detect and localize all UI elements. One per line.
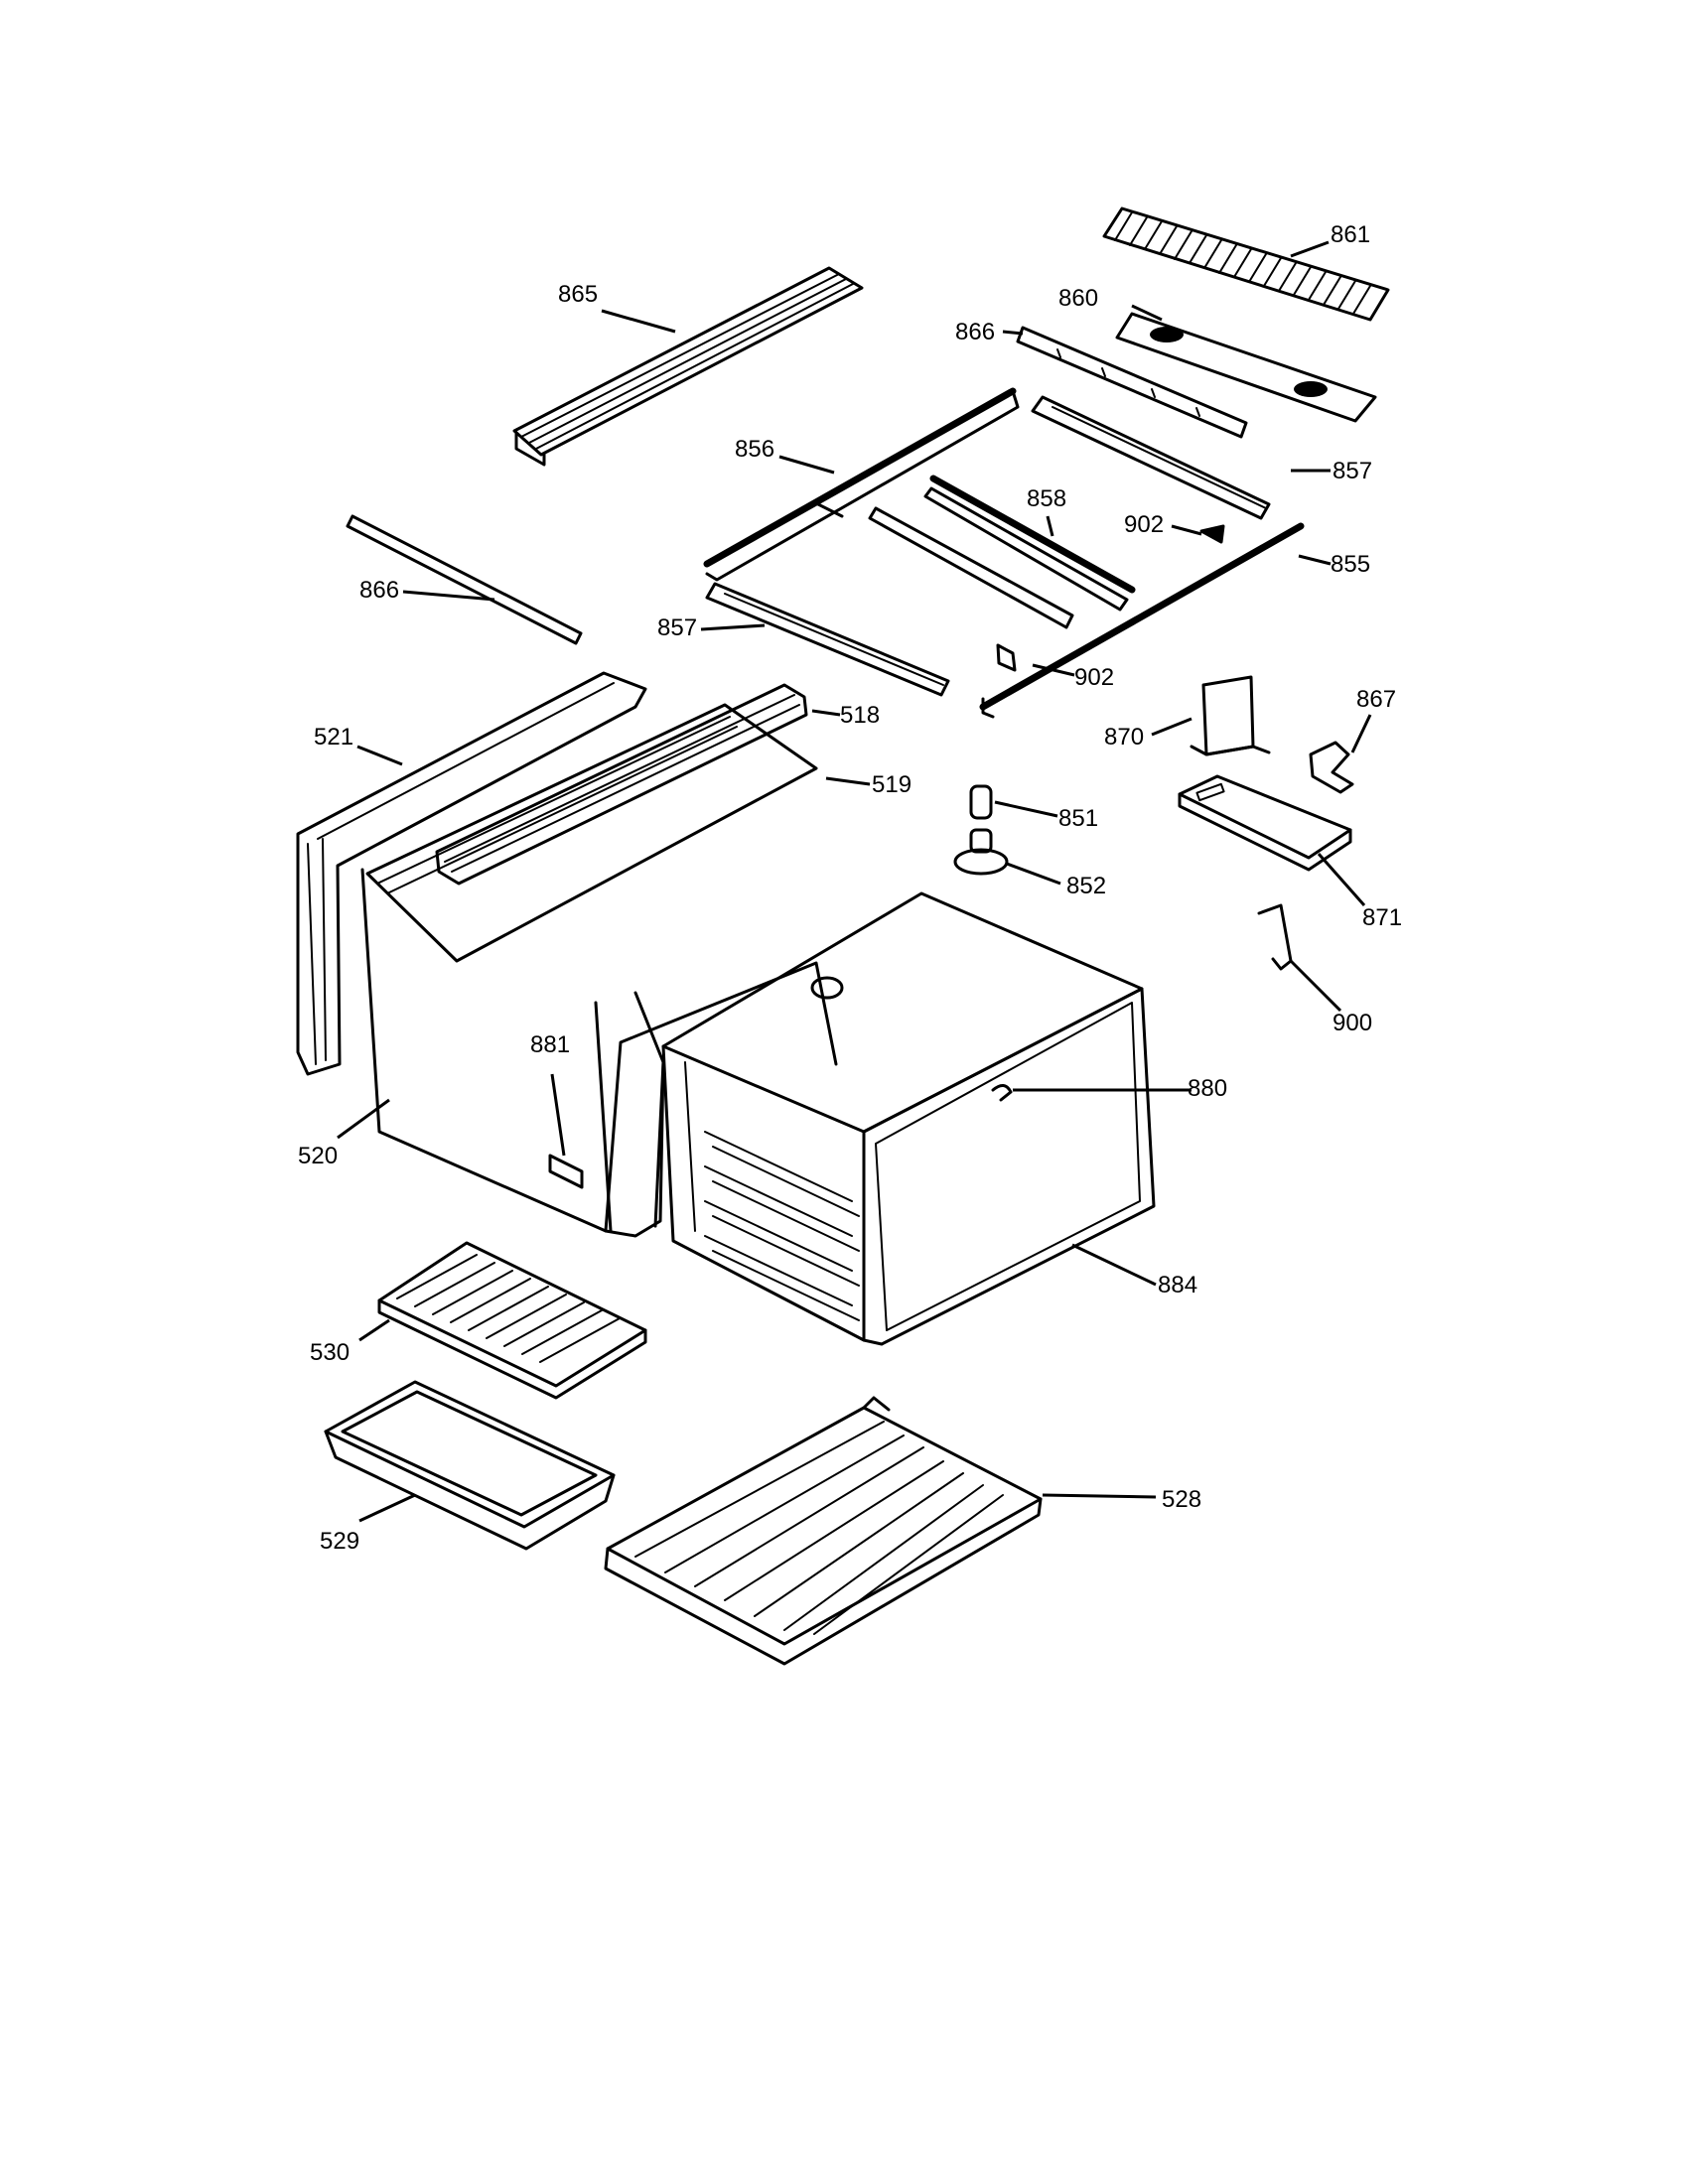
callout-880: 880: [1188, 1075, 1227, 1102]
part-528-oven-rack[interactable]: [604, 1396, 1043, 1666]
callout-857-upper: 857: [1333, 458, 1372, 484]
callout-855: 855: [1331, 551, 1370, 578]
part-871-access-plate[interactable]: [1178, 774, 1352, 872]
part-857-lower-rail[interactable]: [705, 582, 950, 697]
callout-857-lower: 857: [657, 614, 697, 641]
part-900-support-bracket[interactable]: [1257, 903, 1293, 971]
part-521-wrap-insulation[interactable]: [296, 671, 647, 1076]
part-902-lower-bracket[interactable]: [996, 643, 1017, 672]
part-861-burner-grate[interactable]: [1102, 206, 1390, 322]
part-881-retaining-clip[interactable]: [548, 1154, 584, 1189]
part-870-switch-housing[interactable]: [1190, 675, 1271, 756]
part-852-leveling-foot[interactable]: [953, 828, 1009, 876]
part-857-upper-rail[interactable]: [1031, 395, 1271, 520]
part-856-side-rail[interactable]: [703, 387, 1020, 582]
part-866-lower-trim-strip[interactable]: [346, 514, 583, 645]
callout-520: 520: [298, 1143, 338, 1169]
part-860-cover-plate[interactable]: [1115, 312, 1377, 423]
callout-528: 528: [1162, 1486, 1201, 1513]
callout-852: 852: [1066, 873, 1106, 899]
callout-884: 884: [1158, 1272, 1197, 1298]
callout-870: 870: [1104, 724, 1144, 751]
callout-519: 519: [872, 771, 912, 798]
part-518-top-insulation-strip[interactable]: [435, 683, 808, 886]
callout-871: 871: [1362, 904, 1402, 931]
callout-900: 900: [1333, 1010, 1372, 1036]
part-530-broiler-grid[interactable]: [377, 1241, 647, 1400]
leader-lines: [337, 240, 1372, 1523]
callout-530: 530: [310, 1339, 350, 1366]
callout-858: 858: [1027, 485, 1066, 512]
part-520-outer-insulation[interactable]: [360, 868, 838, 1238]
callout-856: 856: [735, 436, 774, 463]
part-867-mounting-bracket[interactable]: [1309, 741, 1354, 794]
part-529-broiler-pan[interactable]: [324, 1380, 616, 1551]
callout-860: 860: [1058, 285, 1098, 312]
part-880-oven-hook[interactable]: [991, 1084, 1013, 1102]
callout-518: 518: [840, 702, 880, 729]
part-855-front-rail[interactable]: [979, 522, 1305, 719]
part-858-center-channel[interactable]: [868, 475, 1136, 629]
part-851-bushing[interactable]: [969, 784, 993, 820]
callout-529: 529: [320, 1528, 359, 1555]
part-902-upper-bracket[interactable]: [1199, 524, 1225, 544]
callout-867: 867: [1356, 686, 1396, 713]
callout-851: 851: [1058, 805, 1098, 832]
part-866-upper-trim-strip[interactable]: [1016, 326, 1248, 439]
part-865-rear-rack[interactable]: [512, 266, 864, 467]
callout-881: 881: [530, 1031, 570, 1058]
callout-902-lower: 902: [1074, 664, 1114, 691]
callout-labels: 861 860 866 865 856 857 858 902 855 866 …: [298, 221, 1402, 1555]
callout-902-upper: 902: [1124, 511, 1164, 538]
callout-521: 521: [314, 724, 353, 751]
part-519-insulation-blanket[interactable]: [365, 703, 818, 963]
callout-865: 865: [558, 281, 598, 308]
part-884-oven-cavity-liner[interactable]: [661, 891, 1156, 1346]
callout-866-upper: 866: [955, 319, 995, 345]
callout-861: 861: [1331, 221, 1370, 248]
callout-866-lower: 866: [359, 577, 399, 604]
